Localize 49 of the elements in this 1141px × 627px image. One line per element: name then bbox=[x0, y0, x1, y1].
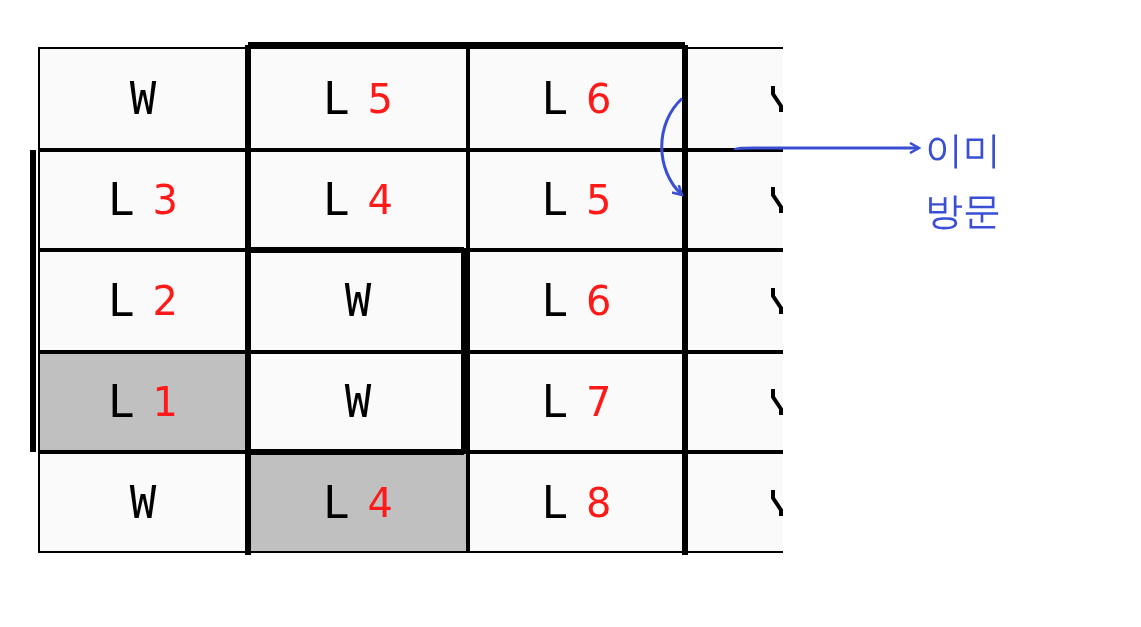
table-cell bbox=[685, 352, 783, 452]
table-cell bbox=[248, 352, 468, 452]
table-cell bbox=[38, 452, 248, 553]
cell-letter: L bbox=[541, 76, 568, 121]
table-cell bbox=[248, 250, 468, 352]
cell-letter: L bbox=[541, 178, 568, 222]
cell-letter: L bbox=[108, 380, 135, 424]
cell-letter: L bbox=[323, 178, 350, 222]
table-cell bbox=[468, 250, 685, 352]
table-cell bbox=[468, 47, 685, 150]
cell-letter: W bbox=[344, 279, 372, 323]
table-cell bbox=[685, 250, 783, 352]
table-cell bbox=[38, 352, 248, 452]
handwritten-number: 4 bbox=[367, 180, 393, 220]
cell-letter: L bbox=[108, 178, 135, 222]
handwritten-number: 6 bbox=[586, 78, 612, 119]
table-cell bbox=[468, 452, 685, 553]
cell-letter: W bbox=[344, 380, 372, 424]
table-cell bbox=[248, 452, 468, 553]
table-cell bbox=[685, 47, 783, 150]
table-cell bbox=[38, 150, 248, 250]
table-cell bbox=[685, 452, 783, 553]
table-cell bbox=[685, 150, 783, 250]
cell-letter: L bbox=[323, 480, 350, 525]
handwritten-number: 8 bbox=[586, 482, 612, 523]
table-cell bbox=[248, 150, 468, 250]
handwritten-number: 1 bbox=[152, 382, 178, 422]
handwritten-note: 이미 방문 bbox=[925, 120, 1020, 260]
table-cell bbox=[468, 352, 685, 452]
curved-arrow bbox=[734, 141, 921, 155]
handwritten-number: 3 bbox=[152, 180, 178, 220]
table-cell bbox=[468, 150, 685, 250]
table-cell bbox=[248, 47, 468, 150]
cell-letter: W bbox=[129, 480, 157, 525]
table-cell bbox=[38, 250, 248, 352]
handwritten-number: 4 bbox=[367, 482, 393, 523]
handwritten-number: 6 bbox=[586, 281, 612, 321]
handwritten-number: 7 bbox=[586, 382, 612, 422]
cell-letter: L bbox=[541, 480, 568, 525]
cell-letter: L bbox=[323, 76, 350, 121]
handwritten-number: 2 bbox=[152, 281, 178, 321]
curved-arrow bbox=[660, 97, 684, 197]
handwritten-number: 5 bbox=[586, 180, 612, 220]
cell-letter: W bbox=[129, 76, 157, 121]
cell-letter: L bbox=[541, 279, 568, 323]
cell-letter: L bbox=[108, 279, 135, 323]
handwritten-number: 5 bbox=[367, 78, 393, 119]
table-cell bbox=[38, 47, 248, 150]
cell-letter: L bbox=[541, 380, 568, 424]
